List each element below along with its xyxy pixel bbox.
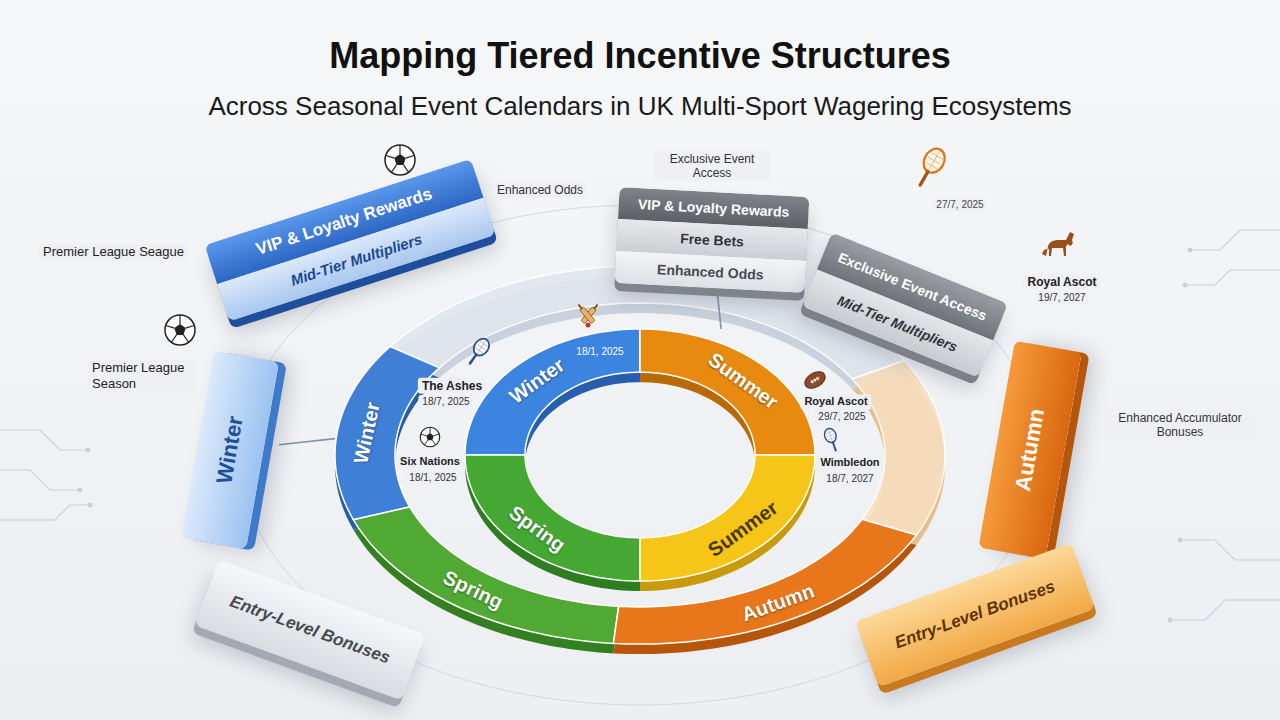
subtitle: Across Seasonal Event Calendars in UK Mu… [204,90,1075,123]
ring-segment-face [335,347,439,520]
event-label: The Ashes [418,378,486,394]
event-date: 18/1, 2025 [572,345,627,359]
ring-segment-face [640,329,815,455]
circuit-node [88,503,93,508]
ring-segment-pale [852,360,945,544]
circuit-node [1183,283,1188,288]
ring-segment-shape [640,329,815,455]
tennis-racket-icon [823,427,841,453]
tier-text: Autumn [978,341,1081,560]
ring-segment: Spring [465,455,640,581]
ring-segment: Winter [335,346,440,520]
circuit-trace [1180,540,1280,560]
leader-connector [717,293,721,329]
leader-connector [279,439,335,445]
ring-segment-shape [465,455,640,581]
event-date: 29/7, 2025 [814,410,869,424]
tier-band: Entry-Level Bonuses [195,559,426,700]
tier-stack: VIP & Loyalty RewardsFree BetsEnhanced O… [615,187,810,293]
circuit-trace [0,430,88,450]
circuit-node [1188,248,1193,253]
tier-band: Exclusive Event AccessMid-Tier Multiplie… [802,232,1008,377]
football-icon [165,315,195,345]
event-date: 18/1, 2025 [405,471,460,485]
ring-segment: Summer [640,455,815,581]
ring-segment-face [640,455,815,581]
rugby-ball-icon [802,368,828,391]
callout-text: Exclusive Event Access [653,151,771,182]
callout-text: Enhanced Accumulator Bonuses [1105,410,1255,441]
horse-icon [1042,232,1074,256]
circuit-trace [1170,600,1280,620]
event-date: 19/7, 2027 [1034,291,1089,305]
circuit-trace [0,505,90,520]
event-label: Six Nations [396,454,464,469]
event-label: Premier League Seague [39,243,188,261]
circuit-trace [1190,230,1280,250]
callout-text: Enhanced Odds [493,182,587,198]
circuit-trace [0,470,80,490]
tennis-racket-icon [912,145,949,190]
season-band: Autumn [978,341,1081,560]
cricket-bats-icon [576,303,599,328]
event-label: Wimbledon [816,455,883,470]
ring-segment: Summer [640,329,815,455]
football-icon [420,427,440,447]
circuit-node [1168,618,1173,623]
tennis-racket-icon [464,336,492,368]
ring-segment-shape [335,346,440,520]
circuit-node [78,488,83,493]
football-icon [385,145,415,175]
ring-segment-shape [640,455,815,581]
ring-segment-face [465,329,640,455]
circuit-trace [0,230,1280,620]
event-label: Premier League Season [88,359,196,392]
event-label: Royal Ascot [800,394,871,409]
tier-text: Entry-Level Bonuses [195,559,426,700]
ring-segment-face [465,455,640,581]
event-date: 18/7, 2027 [822,472,877,486]
tier-band: VIP & Loyalty RewardsMid-Tier Multiplier… [204,159,495,322]
circuit-node [1178,538,1183,543]
event-label: Royal Ascot [1024,274,1101,290]
ring-segment-face [852,360,945,534]
event-date: 27/7, 2025 [932,198,987,212]
diagram-title: Mapping Tiered Incentive Structures [0,34,1280,77]
event-date: 18/7, 2025 [418,395,473,409]
circuit-trace [1185,270,1280,285]
circuit-node [86,448,91,453]
